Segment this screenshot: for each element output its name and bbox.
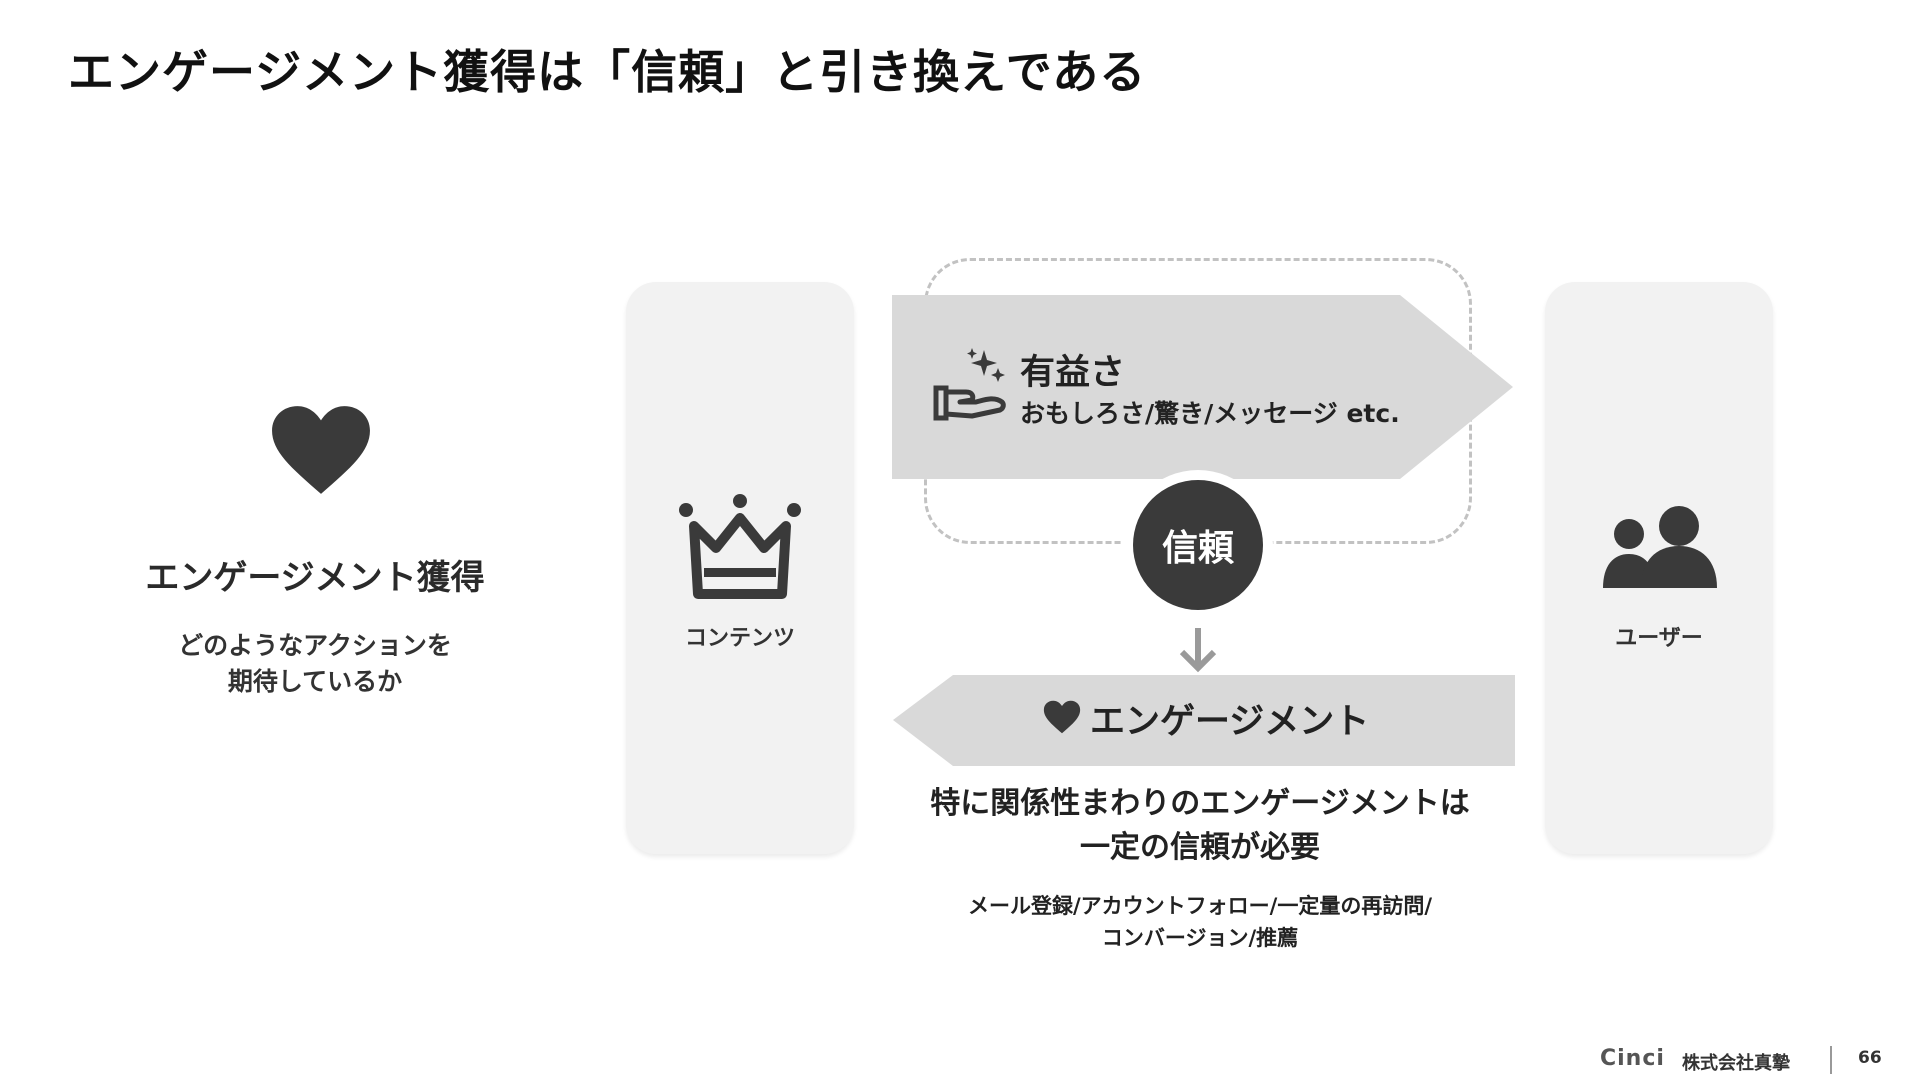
arrow-down-icon [1179,628,1217,673]
engagement-arrow [893,675,1515,766]
trust-label: 信頼 [1161,528,1234,569]
footer-logo: Cinci [1600,1046,1665,1071]
value-examples: おもしろさ/驚き/メッセージ etc. [1020,399,1400,428]
content-card: コンテンツ [626,282,854,854]
bottom-main-line: 一定の信頼が必要 [1080,830,1320,865]
bottom-main-text: 特に関係性まわりのエンゲージメントは 一定の信頼が必要 [880,782,1520,870]
left-section: エンゲージメント獲得 どのようなアクションを 期待しているか [90,0,540,1080]
engagement-label: エンゲージメント [1090,702,1370,742]
heart-icon [1043,700,1081,734]
bottom-sub-text: メール登録/アカウントフォロー/一定量の再訪問/ コンバージョン/推薦 [880,890,1520,954]
left-description-line: どのようなアクションを [178,631,452,660]
heart-icon [272,406,370,494]
content-label: コンテンツ [684,626,795,651]
crown-icon [679,494,801,599]
user-card: ユーザー [1545,282,1773,854]
bottom-sub-line: メール登録/アカウントフォロー/一定量の再訪問/ [967,894,1432,918]
user-label: ユーザー [1615,626,1703,651]
left-description: どのようなアクションを 期待しているか [90,628,540,700]
footer-company: 株式会社真摯 [1682,1053,1790,1074]
bottom-sub-line: コンバージョン/推薦 [1101,926,1299,950]
trust-badge: 信頼 [1133,480,1263,610]
footer-divider [1830,1046,1832,1074]
value-arrow [892,295,1513,479]
left-heading: エンゲージメント獲得 [145,558,485,598]
bottom-main-line: 特に関係性まわりのエンゲージメントは [930,786,1470,821]
users-icon [1603,506,1717,588]
value-title: 有益さ [1020,353,1126,393]
hand-sparkle-icon [933,348,1006,421]
slide-title: エンゲージメント獲得は「信頼」と引き換えである [68,45,1147,99]
page-number: 66 [1858,1048,1882,1068]
left-description-line: 期待しているか [227,667,403,696]
